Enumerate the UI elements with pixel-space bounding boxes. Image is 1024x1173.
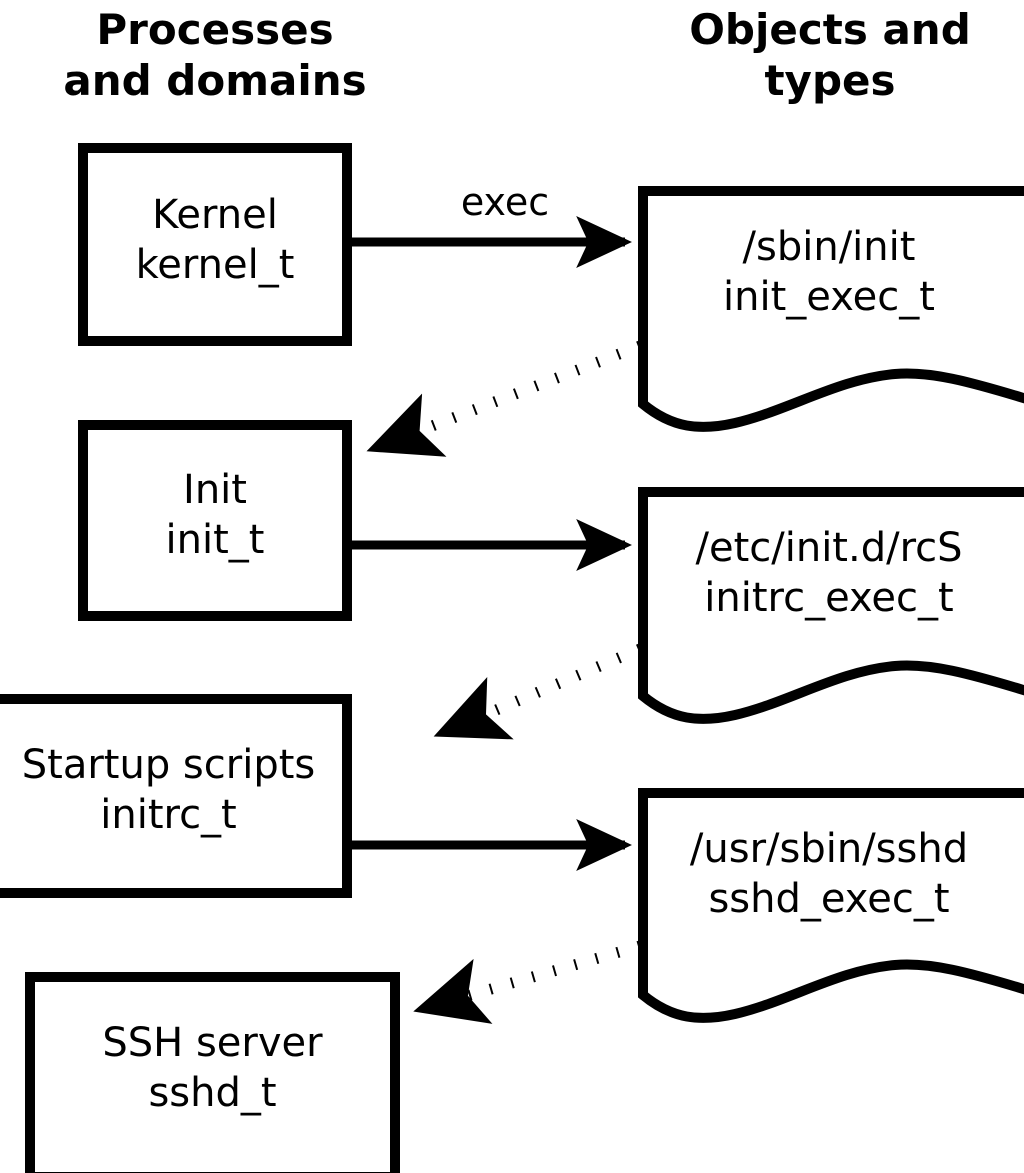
sbin-init-document-outline: [638, 186, 1024, 432]
startup-scripts-box-outline: [0, 694, 352, 898]
process-node-startup-scripts[interactable]: [0, 694, 352, 898]
ssh-server-box-outline: [25, 972, 400, 1173]
edge-rcs-transition-startup-scripts: [433, 643, 643, 740]
usr-sbin-sshd-document-outline: [638, 788, 1024, 1023]
edge-sshd-transition-ssh-server: [413, 940, 642, 1024]
init-box-outline: [78, 420, 352, 621]
edge-line-sshd-transition: [413, 940, 642, 1024]
column-heading-objects: Objects and types: [689, 5, 971, 106]
object-node-sbin-init[interactable]: [638, 186, 1024, 432]
object-node-rcs[interactable]: [638, 487, 1024, 724]
process-node-init[interactable]: [78, 420, 352, 621]
edge-sbin-init-transition-init: [366, 340, 642, 457]
edge-line-init-transition: [366, 340, 642, 457]
process-node-ssh-server[interactable]: [25, 972, 400, 1173]
kernel-box-outline: [78, 143, 352, 346]
edge-label-exec: exec: [460, 180, 550, 224]
rcs-document-outline: [638, 487, 1024, 724]
object-node-usr-sbin-sshd[interactable]: [638, 788, 1024, 1023]
process-node-kernel[interactable]: [78, 143, 352, 346]
edge-line-initrc-transition: [433, 643, 643, 740]
column-heading-processes: Processes and domains: [63, 5, 367, 106]
